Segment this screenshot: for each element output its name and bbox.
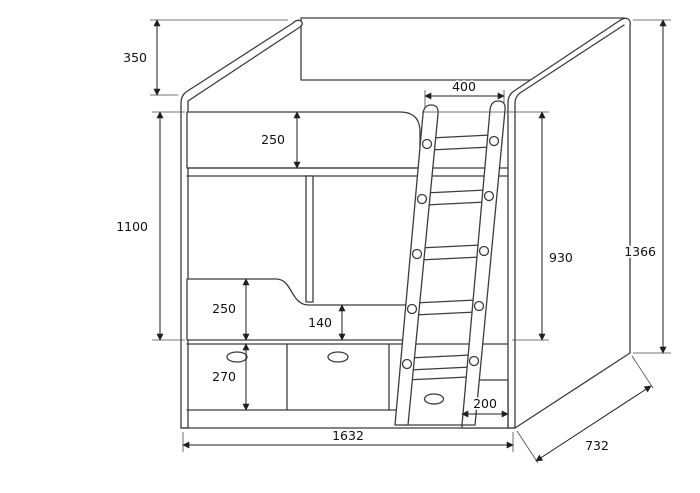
drawer-handle [226,351,248,363]
ladder-step [418,244,482,261]
ladder-panel-handle [423,393,445,405]
dimension-1632: 1632 [182,426,514,452]
ladder-step [413,299,477,316]
left-end-panel [180,19,303,429]
upper-guard-rail [186,111,421,169]
ladder-step [408,354,472,371]
dim-label-lower-guard-rail: 250 [212,301,236,316]
ladder-screw-cap [473,300,485,312]
dimension-250-upper: 250 [259,111,301,169]
dimension-250-lower: 250 [210,278,250,341]
ladder-screw-cap [421,138,433,150]
dim-label-ladder-height: 930 [549,250,573,265]
ladder-screw-cap [411,248,423,260]
dim-label-ladder-opening: 400 [452,79,476,94]
dim-label-overall-height: 1366 [624,244,656,259]
ladder-step [424,189,487,206]
dimension-350: 350 [121,19,288,96]
dim-label-overall-depth: 732 [585,438,609,453]
dim-label-drawer-height: 270 [212,369,236,384]
ladder [394,100,506,426]
dimension-200: 200 [461,394,509,418]
ladder-screw-cap [416,193,428,205]
ladder-right-stringer [461,100,506,426]
dimension-400: 400 [424,77,505,108]
ladder-screw-cap [401,358,413,370]
drawer-handle [327,351,349,363]
upper-platform [186,167,509,177]
dimension-732: 732 [516,355,654,464]
ladder-screw-cap [468,355,480,367]
dimension-930: 930 [422,111,575,341]
dimension-1100: 1100 [114,111,185,341]
ladder-screw-cap [483,190,495,202]
drawers [186,343,509,411]
dim-label-bottom-step: 200 [473,396,497,411]
dim-label-rail-cutout: 140 [308,315,332,330]
drawer-dividers [286,343,390,411]
ladder-screw-caps [401,135,500,370]
ladder-screw-cap [406,303,418,315]
right-end-panel-edge [514,24,625,429]
dim-label-upper-guard-rail: 250 [261,132,285,147]
dim-label-bunk-gap: 1100 [116,219,148,234]
dimension-1366: 1366 [622,19,671,354]
dimensions: 350 250 400 1100 250 140 270 [114,19,671,464]
support-post [305,175,314,303]
ladder-screw-cap [478,245,490,257]
dim-label-overall-length: 1632 [332,428,364,443]
dimension-270: 270 [210,343,250,411]
ladder-step [429,134,492,151]
ladder-screw-cap [488,135,500,147]
dimension-140: 140 [306,304,346,341]
dim-label-headboard-height: 350 [123,50,147,65]
